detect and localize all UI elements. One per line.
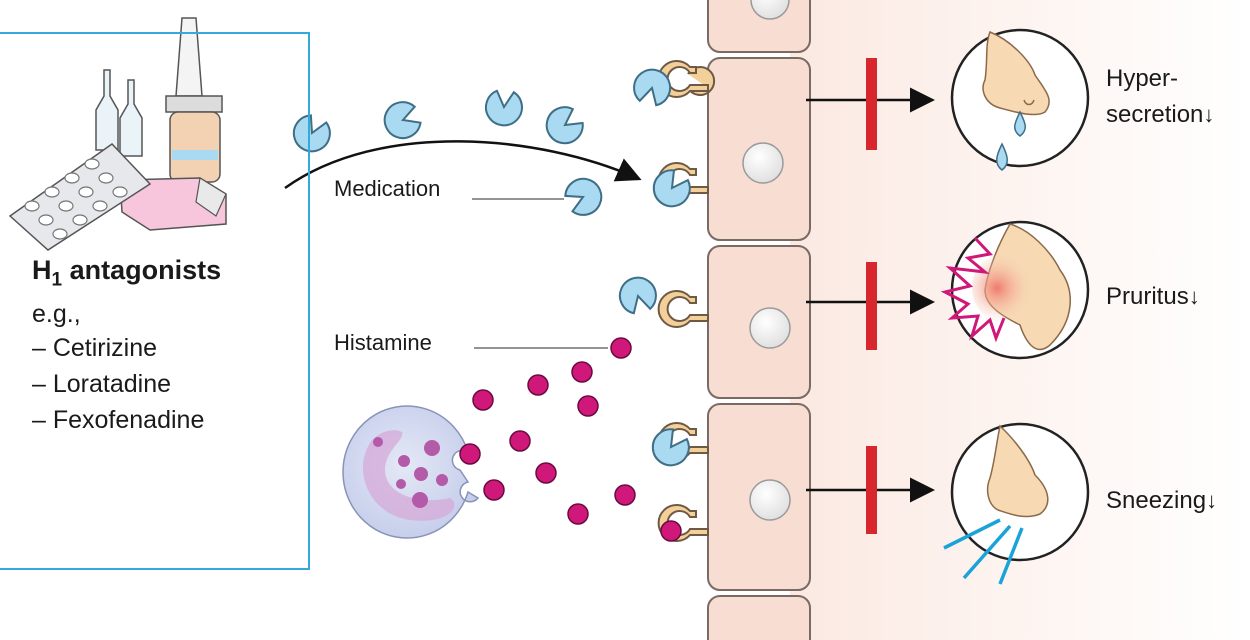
drug-list-item: – Loratadine	[32, 370, 172, 398]
block-bar	[866, 446, 877, 534]
antagonist-molecule	[292, 114, 331, 153]
histamine-molecule	[660, 520, 682, 542]
down-arrow-icon: ↓	[1188, 284, 1200, 309]
antagonist-molecule	[652, 169, 691, 208]
histamine-molecule	[535, 462, 557, 484]
down-arrow-icon: ↓	[1203, 102, 1215, 127]
box-title: H1 antagonists	[32, 255, 222, 291]
antagonist-molecule	[564, 177, 603, 216]
symptom-hypersecretion-illustration	[950, 28, 1090, 171]
effect-hypersecretion-label: secretion↓	[1106, 101, 1215, 128]
antagonist-molecule	[545, 106, 584, 145]
cell-nucleus	[749, 479, 791, 521]
histamine-molecule	[571, 361, 593, 383]
histamine-molecule	[483, 479, 505, 501]
histamine-molecule	[614, 484, 636, 506]
histamine-molecule	[459, 443, 481, 465]
sneeze-spray-icon	[943, 518, 1024, 585]
itch-zigzag-icon	[940, 236, 1006, 343]
cell-nucleus	[749, 307, 791, 349]
histamine-molecule	[567, 503, 589, 525]
medication-arrow	[284, 140, 642, 190]
drop-icon	[996, 142, 1008, 171]
histamine-molecule	[577, 395, 599, 417]
histamine-molecule	[509, 430, 531, 452]
cell-nuclei	[742, 0, 791, 521]
h1-receptors	[657, 60, 716, 542]
antagonist-molecules	[292, 68, 691, 467]
histamine-molecule	[472, 389, 494, 411]
epithelial-cell	[707, 595, 811, 640]
cell-nucleus	[742, 142, 784, 184]
histamine-molecules	[459, 337, 682, 542]
medication-illustration	[8, 17, 227, 251]
antagonist-molecule	[383, 101, 422, 140]
down-arrow-icon: ↓	[1206, 488, 1218, 513]
drug-list-item: – Cetirizine	[32, 334, 158, 362]
antagonist-molecule	[484, 89, 523, 127]
drug-list-item: – Fexofenadine	[32, 406, 205, 434]
effect-sneezing-label: Sneezing↓	[1106, 487, 1218, 514]
block-bar	[866, 262, 877, 350]
box-eg-label: e.g.,	[32, 300, 81, 328]
effect-pruritus-label: Pruritus↓	[1106, 283, 1200, 310]
nasal-spray-icon	[165, 17, 223, 183]
histamine-label: Histamine	[334, 330, 432, 355]
antagonist-molecule	[651, 428, 690, 467]
block-bar	[866, 58, 877, 150]
h1-antagonists-box	[0, 32, 310, 570]
h1-receptor	[657, 290, 709, 328]
symptom-sneezing-illustration	[943, 422, 1090, 585]
drop-icon	[1014, 110, 1026, 137]
medication-label: Medication	[334, 176, 441, 201]
histamine-molecule	[610, 337, 632, 359]
mast-cell	[342, 405, 480, 539]
blister-pack-icon	[8, 143, 152, 251]
cell-nucleus	[750, 0, 790, 20]
antagonist-molecule	[633, 68, 672, 107]
medicine-box-icon	[119, 177, 227, 231]
symptom-pruritus-illustration	[940, 220, 1090, 360]
antagonist-molecule	[618, 276, 657, 315]
effect-hypersecretion-line1: Hyper-	[1106, 65, 1179, 92]
histamine-molecule	[527, 374, 549, 396]
blocked-signal-arrows	[806, 58, 935, 534]
